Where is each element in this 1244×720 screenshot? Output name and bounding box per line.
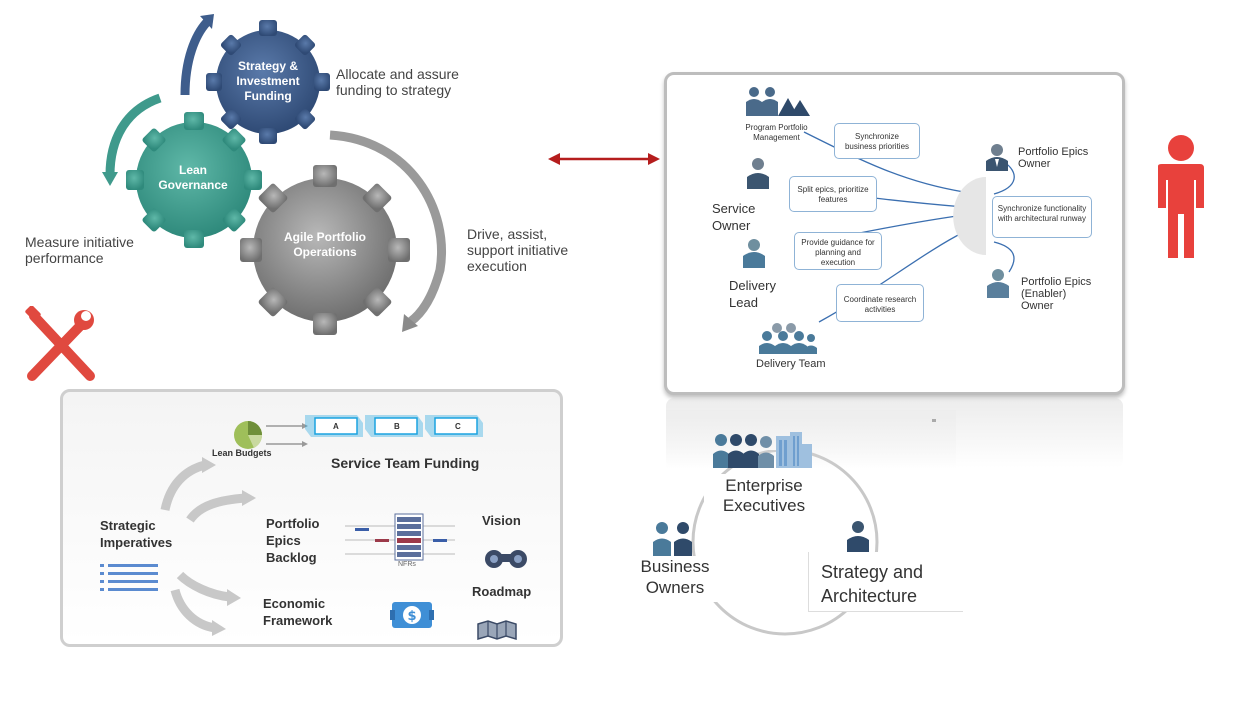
backlog-icon bbox=[345, 513, 455, 561]
money-icon: $ bbox=[390, 602, 434, 628]
bubble-coordinate-research: Coordinate research activities bbox=[836, 284, 924, 322]
funding-tag-b: B bbox=[394, 422, 400, 431]
bubble-synchronize-priorities: Synchronize business priorities bbox=[834, 123, 920, 159]
gear-label-governance: Lean Governance bbox=[158, 163, 228, 192]
small-marker bbox=[932, 419, 936, 422]
agile-portfolio-operations-gear bbox=[240, 165, 410, 335]
delivery-team-icon bbox=[759, 323, 817, 354]
business-owners-icon bbox=[653, 522, 692, 556]
flow-arrows bbox=[160, 457, 256, 636]
program-portfolio-label: Program Portfolio Management bbox=[745, 123, 808, 142]
strategy-architecture-label: Strategy and Architecture bbox=[808, 552, 963, 612]
label-measure: Measure initiative performance bbox=[25, 234, 134, 266]
cycle-arrow-right bbox=[329, 130, 446, 326]
portfolio-epics-backlog-label: Portfolio Epics Backlog bbox=[266, 516, 320, 565]
strategy-investment-funding-gear bbox=[206, 20, 330, 144]
cycle-arrow-top bbox=[180, 18, 211, 96]
delivery-lead-label: Delivery Lead bbox=[729, 278, 776, 310]
gear-label-operations: Agile Portfolio Operations bbox=[284, 230, 366, 259]
portfolio-epics-enabler-owner-label: Portfolio Epics (Enabler) Owner bbox=[1021, 276, 1092, 312]
binoculars-icon bbox=[485, 550, 527, 568]
lean-budgets-label: Lean Budgets bbox=[212, 448, 272, 458]
service-team-funding-label: Service Team Funding bbox=[331, 455, 480, 471]
label-drive: Drive, assist, support initiative execut… bbox=[467, 226, 569, 274]
gear-label-strategy: Strategy & Investment Funding bbox=[236, 59, 300, 103]
list-icon bbox=[100, 564, 158, 591]
delivery-lead-icon bbox=[743, 239, 765, 268]
service-owner-icon bbox=[747, 158, 769, 189]
delivery-team-label: Delivery Team bbox=[756, 358, 826, 370]
svg-text:$: $ bbox=[407, 609, 416, 624]
funding-tags bbox=[305, 415, 483, 437]
bubble-provide-guidance: Provide guidance for planning and execut… bbox=[794, 232, 882, 270]
enterprise-executives-icon bbox=[713, 432, 812, 468]
nfrs-label: NFRs bbox=[398, 561, 416, 568]
gears-diagram bbox=[102, 14, 446, 335]
portfolio-epics-owner-label: Portfolio Epics Owner bbox=[1018, 146, 1089, 170]
funding-tag-c: C bbox=[455, 422, 461, 431]
tools-icon bbox=[25, 306, 95, 381]
cycle-arrow-left bbox=[105, 93, 162, 176]
pie-chart-icon bbox=[234, 421, 308, 449]
portfolio-epics-enabler-owner-icon bbox=[987, 269, 1009, 298]
roles-circle bbox=[691, 450, 879, 636]
portfolio-epics-owner-icon bbox=[986, 144, 1008, 171]
service-owner-label: Service Owner bbox=[712, 201, 756, 233]
map-icon bbox=[477, 620, 517, 640]
program-portfolio-icon bbox=[746, 87, 810, 116]
strategic-imperatives-label: Strategic Imperatives bbox=[100, 518, 173, 550]
double-arrow-icon bbox=[548, 153, 660, 165]
funding-tag-a: A bbox=[333, 422, 339, 431]
enterprise-executives-label: Enterprise Executives bbox=[704, 474, 824, 520]
label-allocate: Allocate and assure funding to strategy bbox=[336, 66, 459, 98]
strategy-architecture-icon bbox=[847, 521, 869, 552]
lean-governance-gear bbox=[126, 112, 262, 248]
lean-budgets-panel bbox=[60, 389, 563, 647]
business-owners-label: Business Owners bbox=[630, 556, 720, 602]
roadmap-label: Roadmap bbox=[472, 584, 532, 599]
bubble-synchronize-functionality: Synchronize functionality with architect… bbox=[992, 196, 1092, 238]
vision-label: Vision bbox=[482, 513, 521, 528]
person-icon bbox=[1158, 135, 1204, 258]
bubble-split-epics: Split epics, prioritize features bbox=[789, 176, 877, 212]
economic-framework-label: Economic Framework bbox=[263, 596, 333, 628]
